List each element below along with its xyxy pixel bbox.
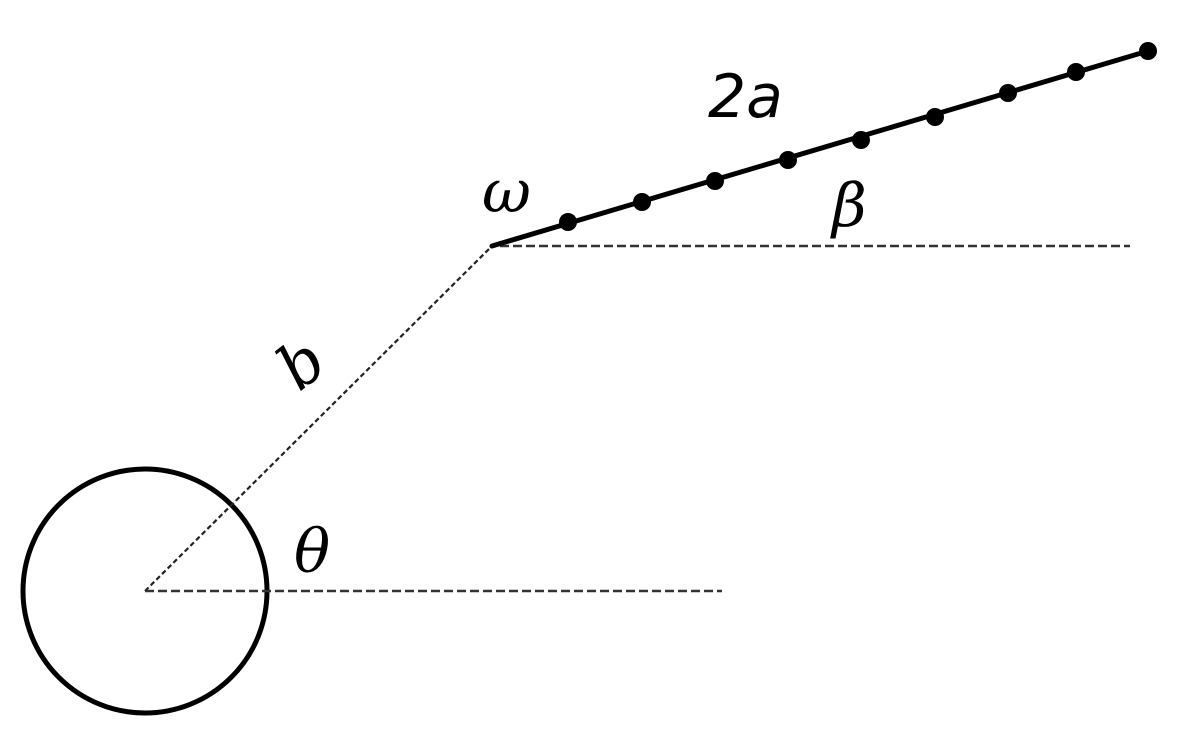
point-mass	[926, 108, 944, 126]
point-mass	[559, 213, 577, 231]
label-theta: θ	[294, 517, 330, 587]
label-omega: ω	[482, 157, 531, 227]
label-2a: 2a	[708, 62, 783, 132]
label-b: b	[263, 322, 339, 404]
point-mass	[852, 131, 870, 149]
point-mass	[1067, 63, 1085, 81]
label-beta: β	[830, 171, 867, 241]
point-mass	[706, 172, 724, 190]
point-mass	[1139, 42, 1157, 60]
arm-b-dashed-line	[144, 245, 493, 592]
rod-2a	[489, 48, 1151, 249]
point-mass	[779, 151, 797, 169]
rod-point-masses	[559, 42, 1157, 231]
point-mass	[999, 84, 1017, 102]
point-mass	[633, 193, 651, 211]
